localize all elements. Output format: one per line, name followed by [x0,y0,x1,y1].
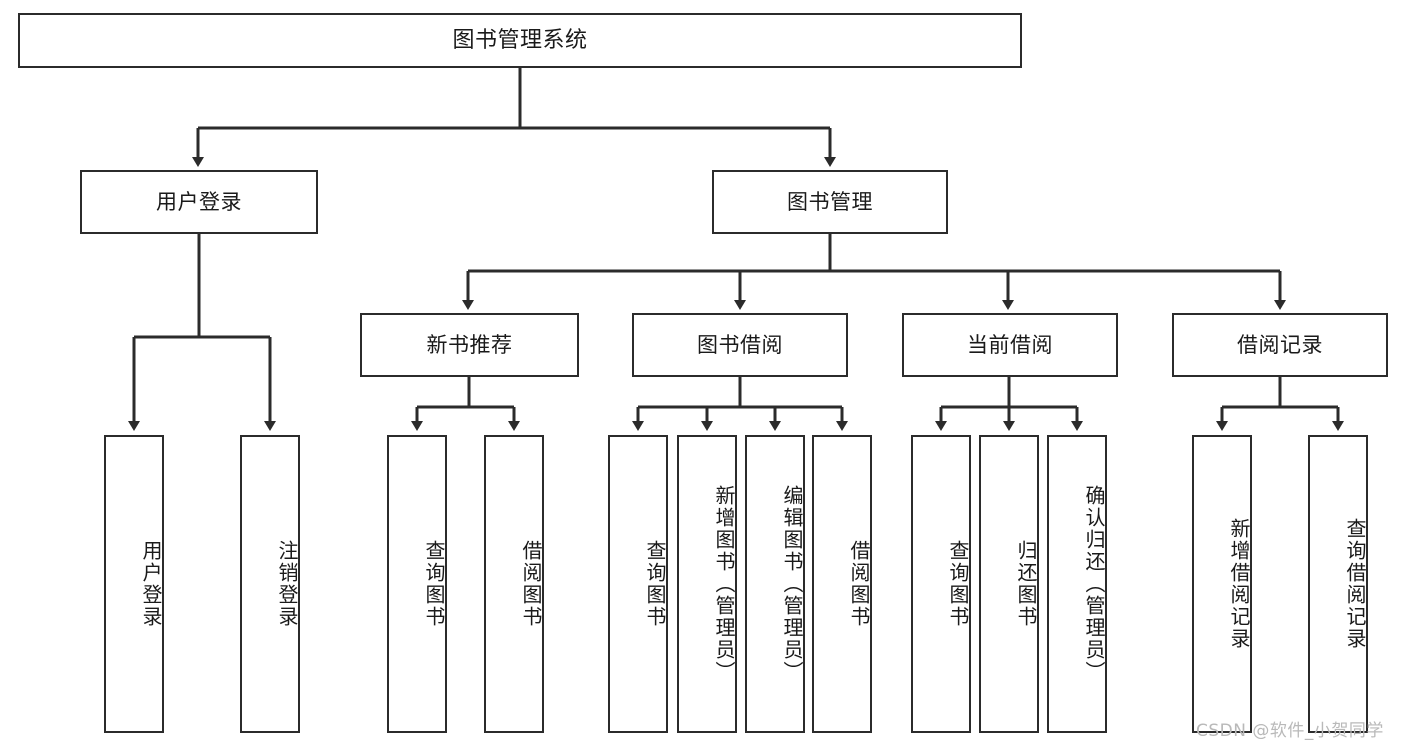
node-root[interactable]: 图书管理系统 [18,13,1022,68]
leaf-borrow-book-1[interactable]: 借阅图书 [484,435,544,733]
leaf-confirm-return-label: 确认归还（管理员） [1082,485,1106,683]
leaf-query-record-label: 查询借阅记录 [1343,518,1367,650]
csdn-watermark: CSDN @软件_小贺同学 [1196,721,1384,741]
leaf-edit-book-label: 编辑图书（管理员） [780,485,804,683]
node-current-borrow[interactable]: 当前借阅 [902,313,1118,377]
leaf-edit-book[interactable]: 编辑图书（管理员） [745,435,805,733]
node-book-manage[interactable]: 图书管理 [712,170,948,234]
leaf-query-book-1[interactable]: 查询图书 [387,435,447,733]
leaf-user-login-label: 用户登录 [139,540,163,628]
node-user-login-label: 用户登录 [156,189,242,214]
node-book-borrow[interactable]: 图书借阅 [632,313,848,377]
leaf-add-record[interactable]: 新增借阅记录 [1192,435,1252,733]
leaf-borrow-book-2-label: 借阅图书 [847,540,871,628]
leaf-query-record[interactable]: 查询借阅记录 [1308,435,1368,733]
node-root-label: 图书管理系统 [452,27,588,53]
node-borrow-record[interactable]: 借阅记录 [1172,313,1388,377]
leaf-confirm-return[interactable]: 确认归还（管理员） [1047,435,1107,733]
leaf-borrow-book-2[interactable]: 借阅图书 [812,435,872,733]
node-user-login[interactable]: 用户登录 [80,170,318,234]
leaf-logout-login-label: 注销登录 [275,540,299,628]
leaf-query-book-2[interactable]: 查询图书 [608,435,668,733]
leaf-query-book-3-label: 查询图书 [946,540,970,628]
node-book-manage-label: 图书管理 [787,189,873,214]
leaf-add-record-label: 新增借阅记录 [1227,518,1251,650]
leaf-user-login[interactable]: 用户登录 [104,435,164,733]
node-new-book-recommend[interactable]: 新书推荐 [360,313,579,377]
leaf-return-book-label: 归还图书 [1014,540,1038,628]
leaf-query-book-1-label: 查询图书 [422,540,446,628]
node-current-borrow-label: 当前借阅 [967,332,1053,357]
leaf-add-book-label: 新增图书（管理员） [712,485,736,683]
leaf-return-book[interactable]: 归还图书 [979,435,1039,733]
node-new-book-recommend-label: 新书推荐 [426,332,513,357]
leaf-borrow-book-1-label: 借阅图书 [519,540,543,628]
leaf-logout-login[interactable]: 注销登录 [240,435,300,733]
leaf-query-book-3[interactable]: 查询图书 [911,435,971,733]
leaf-query-book-2-label: 查询图书 [643,540,667,628]
node-book-borrow-label: 图书借阅 [697,332,783,357]
leaf-add-book[interactable]: 新增图书（管理员） [677,435,737,733]
node-borrow-record-label: 借阅记录 [1237,332,1323,357]
